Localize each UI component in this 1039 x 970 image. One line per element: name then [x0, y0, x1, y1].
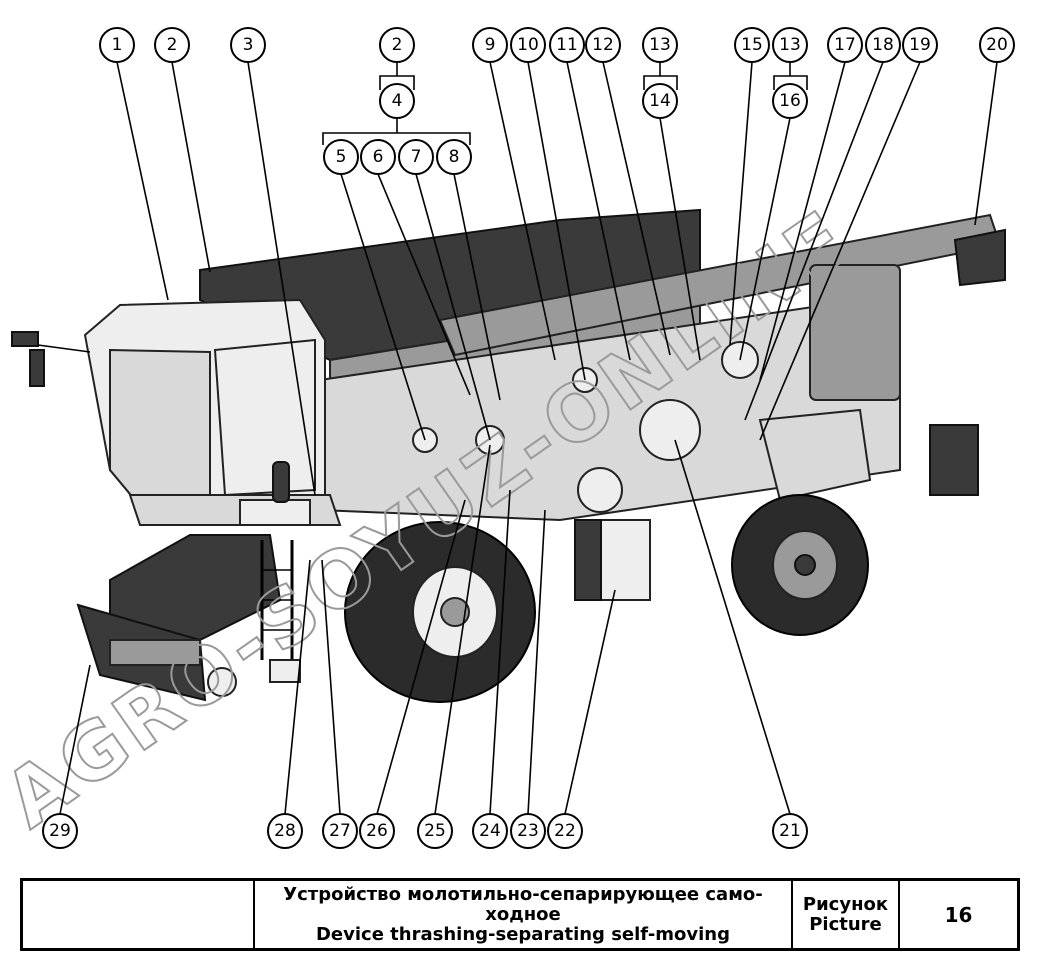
harvester-illustration [11, 208, 1006, 703]
callout-label: 12 [592, 35, 614, 55]
callout-22: 22 [547, 813, 583, 849]
callout-label: 26 [366, 821, 388, 841]
callout-label: 7 [411, 147, 422, 167]
callout-13-group: 13 [772, 27, 808, 63]
callout-label: 13 [649, 35, 671, 55]
callout-label: 8 [449, 147, 460, 167]
callout-19: 19 [902, 27, 938, 63]
callout-9: 9 [472, 27, 508, 63]
callout-20: 20 [979, 27, 1015, 63]
callout-label: 14 [649, 91, 671, 111]
title-block-description: Устройство молотильно-сепарирующее само-… [255, 881, 793, 948]
callout-label: 10 [517, 35, 539, 55]
label-ru: Рисунок [802, 893, 889, 915]
title-block-label: Рисунок Picture [793, 881, 900, 948]
callout-label: 4 [392, 91, 403, 111]
callout-26: 26 [359, 813, 395, 849]
title-block-empty-cell [23, 881, 255, 948]
callout-17: 17 [827, 27, 863, 63]
callout-label: 21 [779, 821, 801, 841]
callout-label: 25 [424, 821, 446, 841]
callout-label: 1 [112, 35, 123, 55]
callout-3: 3 [230, 27, 266, 63]
label-en: Picture [809, 913, 882, 935]
callout-label: 20 [986, 35, 1008, 55]
callout-5: 5 [323, 139, 359, 175]
figure-number: 16 [944, 902, 973, 927]
callout-23: 23 [510, 813, 546, 849]
callout-label: 2 [392, 35, 403, 55]
callout-6: 6 [360, 139, 396, 175]
callout-13: 13 [642, 27, 678, 63]
callout-label: 22 [554, 821, 576, 841]
description-en: Device thrashing-separating self-moving [315, 923, 731, 945]
callout-24: 24 [472, 813, 508, 849]
callout-8: 8 [436, 139, 472, 175]
callout-11: 11 [549, 27, 585, 63]
callout-label: 3 [243, 35, 254, 55]
callout-16: 16 [772, 83, 808, 119]
callout-label: 5 [336, 147, 347, 167]
callout-label: 15 [741, 35, 763, 55]
callout-10: 10 [510, 27, 546, 63]
callout-label: 2 [167, 35, 178, 55]
callout-1: 1 [99, 27, 135, 63]
callout-15: 15 [734, 27, 770, 63]
callout-label: 13 [779, 35, 801, 55]
callout-label: 23 [517, 821, 539, 841]
callout-27: 27 [322, 813, 358, 849]
callout-4: 4 [379, 83, 415, 119]
callout-21: 21 [772, 813, 808, 849]
callouts: 1 2 3 2 4 5 6 7 8 9 10 11 12 13 14 15 13… [42, 27, 1015, 849]
description-ru-line1: Устройство молотильно-сепарирующее само- [283, 883, 763, 905]
callout-label: 19 [909, 35, 931, 55]
callout-label: 17 [834, 35, 856, 55]
callout-2-group: 2 [379, 27, 415, 63]
callout-12: 12 [585, 27, 621, 63]
leader-lines [59, 61, 998, 815]
callout-label: 11 [556, 35, 578, 55]
callout-25: 25 [417, 813, 453, 849]
callout-label: 9 [485, 35, 496, 55]
combine-harvester-diagram: AGRO-SOYUZ-ONLINE [0, 27, 1015, 849]
title-block: Устройство молотильно-сепарирующее само-… [20, 878, 1020, 951]
callout-18: 18 [865, 27, 901, 63]
callout-label: 18 [872, 35, 894, 55]
callout-label: 27 [329, 821, 351, 841]
description-ru-line2: ходное [485, 903, 561, 925]
callout-label: 16 [779, 91, 801, 111]
callout-7: 7 [398, 139, 434, 175]
callout-2: 2 [154, 27, 190, 63]
callout-label: 6 [373, 147, 384, 167]
callout-28: 28 [267, 813, 303, 849]
callout-label: 28 [274, 821, 296, 841]
callout-14: 14 [642, 83, 678, 119]
callout-29: 29 [42, 813, 78, 849]
callout-label: 24 [479, 821, 501, 841]
callout-label: 29 [49, 821, 71, 841]
